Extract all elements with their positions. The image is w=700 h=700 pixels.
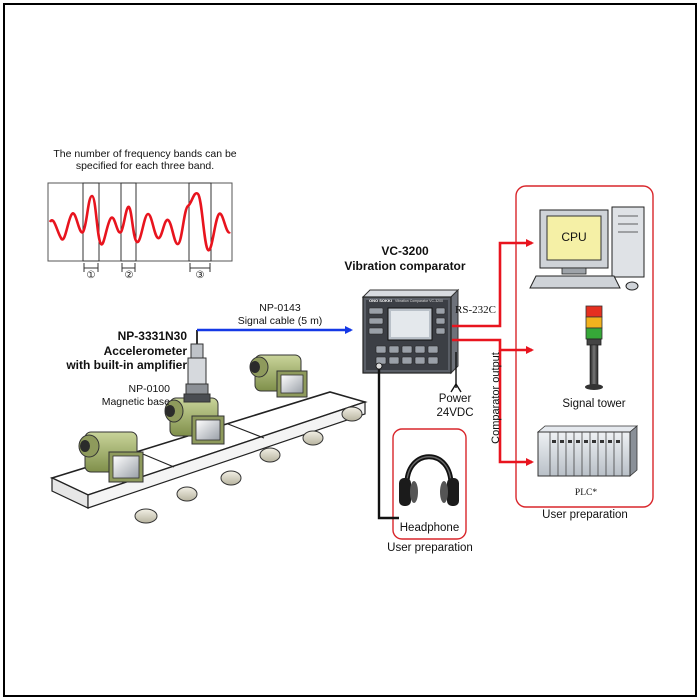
- tower-green-lamp: [585, 327, 603, 340]
- camcorder-front: [78, 431, 144, 483]
- comparator-panel-text: Vibration Comparator VC-3200: [395, 299, 443, 303]
- signal-cable-label: Signal cable (5 m): [237, 315, 323, 327]
- plc-label: PLC*: [574, 488, 598, 498]
- signal-tower-label: Signal tower: [562, 398, 626, 410]
- vibration-waveform: [48, 191, 232, 252]
- rs232c-arrow: [452, 239, 534, 328]
- plc-modules: [549, 432, 623, 476]
- user-preparation-right: User preparation: [542, 509, 628, 521]
- output-arrows: [452, 239, 534, 466]
- waveform-box: [47, 182, 233, 262]
- band-window-2: [120, 182, 137, 262]
- band-marker-1: ①: [86, 270, 96, 281]
- headphone-icon: [399, 454, 459, 506]
- roller: [302, 430, 324, 446]
- roller: [134, 508, 158, 524]
- band-window-3: [188, 182, 212, 262]
- comparator-output-label: Comparator output: [490, 352, 502, 444]
- sensor-title-line-1: Accelerometer: [103, 344, 187, 358]
- band-dimension-arrows: [83, 263, 211, 272]
- tower-red-lamp: [585, 305, 603, 318]
- roller: [220, 470, 242, 486]
- power-input: [450, 352, 462, 393]
- mouse: [625, 281, 639, 291]
- roller: [341, 406, 363, 422]
- vc3200-unit: [361, 288, 460, 375]
- keyboard: [529, 275, 621, 289]
- magnetic-base-label: Magnetic base: [101, 396, 170, 408]
- camcorder-back: [249, 354, 308, 398]
- power-label-line-1: Power: [438, 393, 472, 405]
- camcorder-middle: [164, 397, 225, 445]
- vc3200-keypad: [368, 307, 446, 365]
- comparator-model: VC-3200: [381, 244, 429, 258]
- conveyor-dividers: [137, 423, 265, 468]
- sensor-title-line-2: with built-in amplifier: [66, 358, 187, 372]
- magnetic-base-block: [183, 393, 211, 403]
- band-marker-2: ②: [124, 270, 134, 281]
- pc-tower: [611, 206, 645, 278]
- band-marker-3: ③: [195, 270, 205, 281]
- waveform-panel: [47, 182, 233, 272]
- conveyor-rollers: [134, 406, 363, 524]
- band-window-1: [82, 182, 100, 262]
- headphone-cable: [377, 369, 399, 520]
- plc-arrow: [498, 350, 534, 466]
- plc-icon: [536, 425, 639, 477]
- headphone-callout: [392, 428, 467, 540]
- pc-icon: [529, 206, 645, 291]
- headphone-label: Headphone: [399, 522, 460, 534]
- tower-amber-lamp: [585, 316, 603, 329]
- sensor-model: NP-3331N30: [117, 329, 187, 343]
- roller: [259, 447, 281, 463]
- cpu-screen: [546, 215, 602, 261]
- comparator-label: Vibration comparator: [344, 259, 466, 273]
- user-preparation-bottom: User preparation: [387, 542, 473, 554]
- accelerometer: [183, 330, 211, 403]
- headphone-jack: [375, 362, 383, 370]
- signal-tower-icon: [585, 305, 603, 390]
- magnetic-base-model: NP-0100: [128, 383, 170, 395]
- band-note-line-2: specified for each three band.: [75, 160, 215, 173]
- rs232c-label: RS-232C: [455, 304, 496, 316]
- cpu-label: CPU: [561, 230, 587, 244]
- signal-cable-model: NP-0143: [259, 302, 301, 314]
- band-note-line-1: The number of frequency bands can be: [53, 148, 237, 160]
- roller: [176, 486, 198, 502]
- band-note: The number of frequency bands can be spe…: [40, 148, 250, 172]
- signal-tower-arrow: [452, 338, 534, 354]
- conveyor-line: [49, 354, 368, 524]
- comparator-brand: ONO SOKKI: [369, 298, 392, 303]
- conveyor-side-front: [87, 401, 366, 509]
- power-label-line-2: 24VDC: [436, 407, 474, 419]
